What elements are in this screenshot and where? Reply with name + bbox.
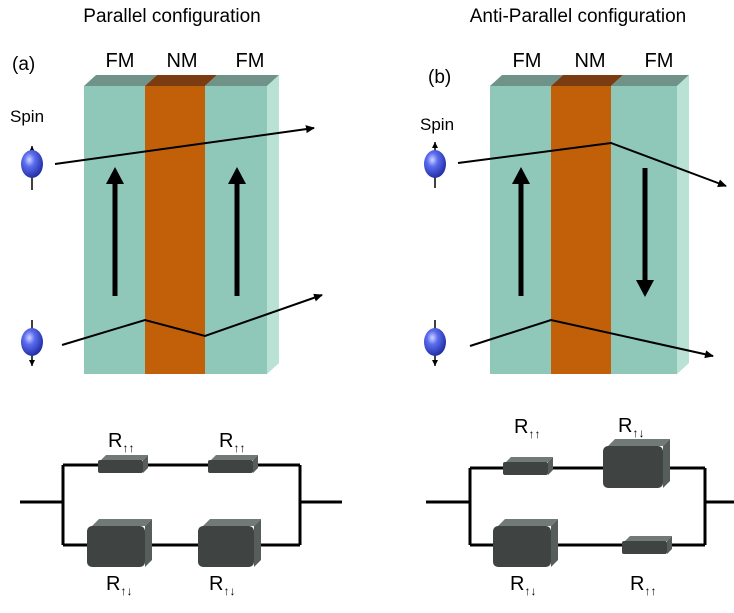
layer-label-nm-a: NM	[166, 50, 197, 72]
spin-label-a: Spin	[10, 107, 44, 126]
layer-label-fm-a1: FM	[106, 50, 135, 72]
resistor-parallel-b2	[622, 536, 672, 554]
resistor-label-b-top-2: R↑↓	[618, 415, 644, 440]
nm-layer-top-a	[145, 75, 217, 86]
electron-spin-down-icon	[21, 320, 43, 366]
trajectory-spin-up-b	[457, 141, 727, 187]
fm-layer-side-a2	[267, 75, 279, 374]
nm-layer-top-b	[551, 75, 623, 86]
resistor-antiparallel-a2	[198, 519, 261, 567]
resistor-label-b-top-1: R↑↑	[514, 416, 540, 441]
fm-layer-top-b1	[490, 75, 563, 86]
panel-a-label: (a)	[12, 54, 35, 75]
layer-label-fm-b1: FM	[513, 50, 542, 72]
resistor-antiparallel-a1	[87, 519, 152, 567]
resistor-antiparallel-b2	[493, 519, 558, 567]
arrow-up-icon-head	[228, 167, 246, 184]
electron-spin-down-icon	[424, 320, 446, 366]
layer-label-fm-a2: FM	[236, 50, 265, 72]
resistor-parallel-b1	[503, 457, 553, 475]
arrow-up-icon-head	[106, 167, 124, 184]
resistor-label-a-top-1: R↑↑	[108, 430, 134, 455]
arrow-up-icon-head	[512, 167, 530, 184]
fm-layer-top-a2	[205, 75, 279, 86]
circuit-b: R↑↑ R↑↓ R↑↓ R↑↑	[426, 415, 734, 598]
resistor-label-b-bottom-1: R↑↓	[510, 573, 536, 598]
arrow-down-icon-head	[636, 280, 654, 297]
circuit-wire-b	[426, 466, 734, 547]
fm-layer-top-b2	[611, 75, 689, 86]
trajectory-spin-down-b	[469, 318, 714, 359]
layer-label-fm-b2: FM	[645, 50, 674, 72]
nm-layer-a	[145, 86, 205, 374]
panel-a-title: Parallel configuration	[83, 6, 260, 27]
resistor-label-a-bottom-2: R↑↓	[209, 573, 235, 598]
fm-layer-top-a1	[84, 75, 157, 86]
circuit-wire-a	[20, 463, 342, 547]
spin-label-b: Spin	[420, 115, 454, 134]
layer-label-nm-b: NM	[574, 50, 605, 72]
resistor-label-a-top-2: R↑↑	[219, 430, 245, 455]
panel-b-title: Anti-Parallel configuration	[470, 6, 687, 27]
panel-a: Parallel configuration (a) FM NM FM Spin	[10, 6, 323, 374]
resistor-antiparallel-b1	[603, 439, 670, 488]
circuit-a: R↑↑ R↑↑ R↑↓ R↑↓	[20, 430, 342, 598]
electron-spin-up-icon	[424, 142, 446, 188]
layer-stack-b	[490, 75, 689, 374]
resistor-parallel-a2	[208, 455, 258, 473]
resistor-label-b-bottom-2: R↑↑	[630, 573, 656, 598]
resistor-parallel-a1	[98, 455, 148, 473]
trajectory-spin-down-a	[61, 293, 323, 346]
panel-b: Anti-Parallel configuration (b) FM NM FM…	[420, 6, 727, 374]
fm-layer-side-b2	[677, 75, 689, 374]
trajectory-spin-up-a	[54, 125, 315, 165]
resistor-label-a-bottom-1: R↑↓	[106, 573, 132, 598]
electron-spin-up-icon	[21, 146, 43, 190]
panel-b-label: (b)	[428, 67, 451, 88]
